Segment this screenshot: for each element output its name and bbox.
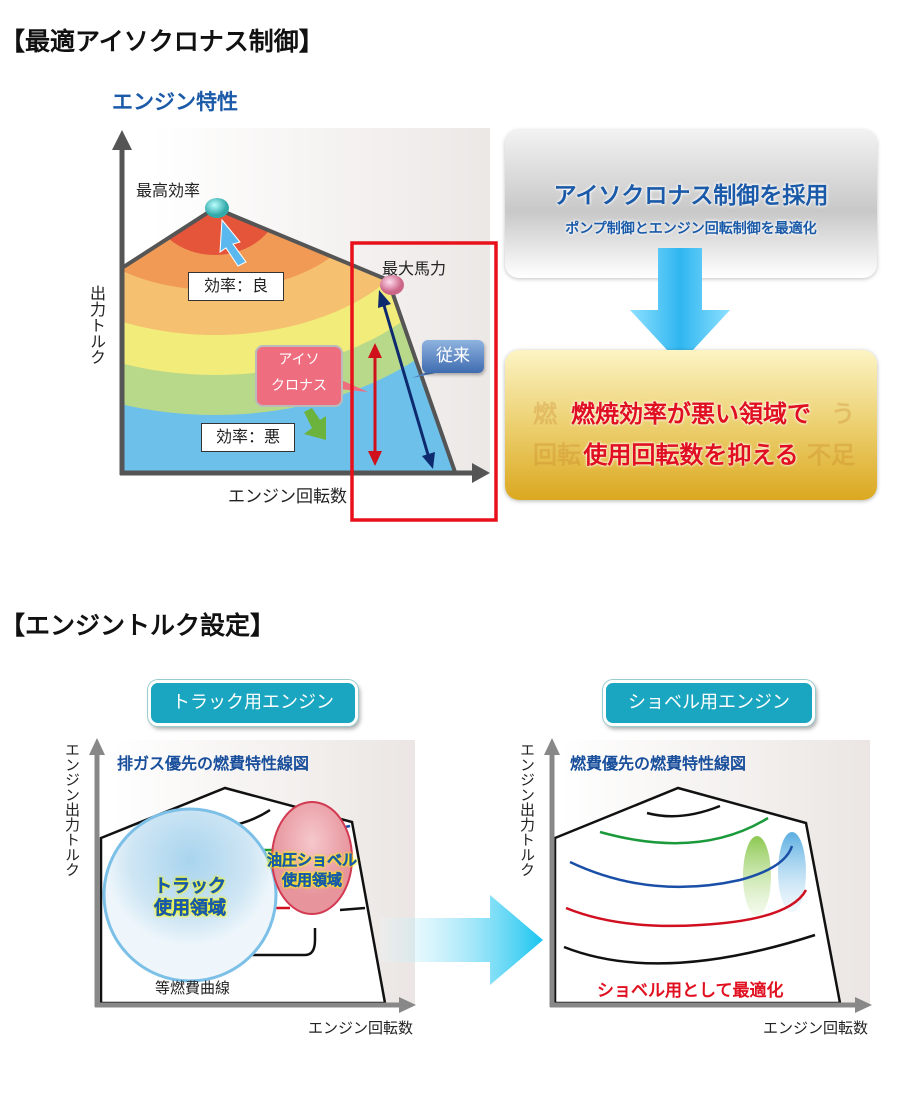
truck-y-axis-label: エンジン出力トルク [63,742,81,877]
y-axis-label: 出力トルク [87,285,106,365]
x-axis-arrow-icon [472,463,490,483]
result-line2: 使用回転数を抑える [583,441,799,469]
efficiency-bad-label: 効率：悪 [201,423,295,452]
isochronous-line2: クロナス [271,378,327,394]
adopt-title: アイソクロナス制御を採用 [553,183,829,209]
efficiency-good-label: 効率：良 [188,272,284,301]
conventional-range-arrow-icon [378,290,435,469]
iso-fuel-curve-label: 等燃費曲線 [155,979,231,997]
truck-region-line2: 使用領域 [154,898,227,920]
result-line1: 燃焼効率が悪い領域で [571,400,811,428]
truck-region-label: トラック 使用領域 [130,876,250,920]
ghost-text: 回転 [533,441,581,469]
shovel-usage-region [271,801,353,915]
truck-chart-title: 排ガス優先の燃費特性線図 [117,754,310,773]
result-box: 燃 う 回転 不足 燃焼効率が悪い領域で 使用回転数を抑える [505,350,877,500]
torque-curve [120,205,457,473]
y-axis-arrow-icon [544,738,560,755]
x-axis-arrow-icon [855,997,872,1013]
isochronous-range-arrow-icon [368,343,382,466]
isochronous-callout: アイソ クロナス [255,345,343,407]
transition-arrow-icon [380,895,543,985]
shovel-engine-chart [544,738,872,1013]
x-axis-label: エンジン回転数 [228,487,347,507]
truck-region-line1: トラック [154,876,227,898]
max-power-ball-icon [380,275,404,295]
adopt-subtitle: ポンプ制御とエンジン回転制御を最適化 [565,221,817,237]
shovel-region-line1: 油圧ショベル [266,851,358,870]
shovel-chart-title: 燃費優先の燃費特性線図 [570,754,747,773]
shovel-region-label: 油圧ショベル 使用領域 [262,850,362,890]
down-arrow-icon [304,408,326,440]
shovel-engine-tag: ショベル用エンジン [603,680,815,726]
shovel-x-axis-label: エンジン回転数 [763,1019,869,1037]
section-heading-isochronous: 【最適アイソクロナス制御】 [0,27,324,56]
green-usage-region [743,836,771,916]
truck-x-axis-label: エンジン回転数 [308,1019,414,1037]
y-axis-arrow-icon [89,738,105,755]
isochronous-line1: アイソ [278,352,320,368]
truck-usage-region [102,807,278,983]
ghost-text: 燃 [533,400,557,428]
x-axis-arrow-icon [399,997,416,1013]
down-flow-arrow-icon [630,248,730,364]
max-power-label: 最大馬力 [382,259,447,278]
shovel-region-line2: 使用領域 [281,871,343,890]
y-axis-arrow-icon [112,130,132,150]
truck-engine-chart [89,738,416,1013]
shovel-y-axis-label: エンジン出力トルク [518,742,536,877]
conventional-callout: 従来 [422,340,484,373]
section-heading-torque: 【エンジントルク設定】 [0,611,276,640]
peak-efficiency-ball-icon [205,198,229,218]
peak-efficiency-label: 最高効率 [136,181,201,200]
ghost-text: う [831,400,855,428]
highlight-box [350,241,498,522]
engine-characteristics-title: エンジン特性 [112,90,238,114]
blue-usage-region [778,832,806,912]
truck-engine-tag: トラック用エンジン [148,680,358,726]
engine-characteristics-chart [112,128,498,522]
ghost-text: 不足 [807,441,855,469]
optimized-label: ショベル用として最適化 [597,981,784,1001]
up-arrow-icon [219,218,247,267]
